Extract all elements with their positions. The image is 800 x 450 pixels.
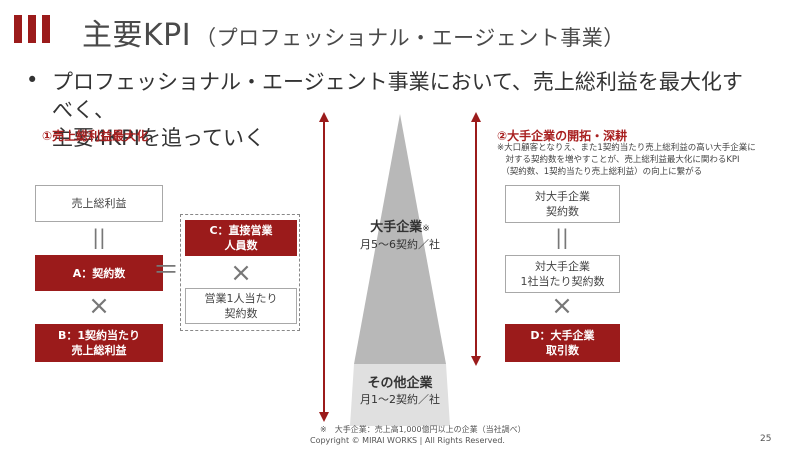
other-company-title: その他企業: [367, 376, 433, 391]
right-arrow-head-top: [471, 112, 481, 122]
per-person-line-2: 契約数: [224, 307, 258, 320]
left-arrow-head-top: [319, 112, 329, 122]
equals-vertical-symbol-right: ||: [555, 225, 569, 249]
times-symbol-group: ×: [230, 258, 252, 288]
per-company-line-1: 対大手企業: [535, 260, 590, 273]
kpi-a-box: A：契約数: [35, 255, 163, 291]
note-line-1: ※大口顧客となりえ、また1契約当たり売上総利益の高い大手企業に: [497, 143, 756, 153]
left-section-heading: ①売上総利益最大化: [42, 129, 149, 143]
page-title-main: 主要KPI: [82, 18, 192, 53]
kpi-c-line-1: C：直接営業: [209, 224, 273, 237]
other-company-sub: 月1〜2契約／社: [360, 393, 440, 406]
times-symbol-right: ×: [551, 291, 573, 321]
page-title-sub: （プロフェッショナル・エージェント事業）: [195, 26, 625, 50]
large-company-mark: ※: [422, 224, 430, 234]
right-arrow-head-bottom: [471, 356, 481, 366]
kpi-b-line-1: B：1契約当たり: [57, 329, 141, 342]
copyright: Copyright © MIRAI WORKS | All Rights Res…: [310, 436, 505, 445]
kpi-d-box: D：大手企業取引数: [505, 324, 620, 362]
company-logo-icon: [14, 15, 50, 43]
page-number: 25: [760, 434, 772, 444]
right-section-heading: ②大手企業の開拓・深耕: [497, 129, 628, 143]
footnote: ※ 大手企業：売上高1,000億円以上の企業（当社調べ）: [320, 425, 526, 434]
large-contracts-line-2: 契約数: [546, 205, 579, 218]
pyramid-bottom: [350, 364, 450, 426]
large-company-title: 大手企業: [370, 220, 423, 235]
kpi-d-line-2: 取引数: [545, 344, 579, 357]
pyramid-top: [354, 114, 446, 364]
kpi-c-box: C：直接営業人員数: [185, 220, 297, 256]
pyramid-diagram: [319, 112, 481, 426]
times-symbol-left: ×: [88, 291, 110, 321]
large-company-sub: 月5〜6契約／社: [360, 238, 440, 251]
bullet-dot: •: [26, 68, 39, 92]
large-contracts-box: 対大手企業契約数: [505, 185, 620, 223]
kpi-c-group: [180, 214, 300, 331]
per-person-line-1: 営業1人当たり: [204, 292, 278, 305]
equals-symbol: ＝: [152, 256, 179, 286]
kpi-b-line-2: 売上総利益: [71, 344, 127, 357]
kpi-b-box: B：1契約当たり売上総利益: [35, 324, 163, 362]
page-title: 主要KPI（プロフェッショナル・エージェント事業）: [82, 10, 625, 54]
per-company-line-2: 1社当たり契約数: [520, 275, 605, 288]
gross-profit-box: 売上総利益: [35, 185, 163, 222]
left-arrow-head-bottom: [319, 412, 329, 422]
bullet-line-2: 主要4KPIを追っていく: [52, 126, 265, 150]
equals-vertical-symbol: ||: [92, 225, 106, 249]
other-company-label: その他企業 月1〜2契約／社: [340, 376, 460, 408]
kpi-d-line-1: D：大手企業: [530, 329, 595, 342]
bullet-text: プロフェッショナル・エージェント事業において、売上総利益を最大化すべく、 主要4…: [52, 68, 752, 152]
large-contracts-line-1: 対大手企業: [535, 190, 590, 203]
note-line-3: （契約数、1契約当たり売上総利益）の向上に繋がる: [497, 167, 703, 177]
right-section-note: ※大口顧客となりえ、また1契約当たり売上総利益の高い大手企業に 対する契約数を増…: [497, 142, 787, 178]
large-company-label: 大手企業※ 月5〜6契約／社: [340, 220, 460, 253]
bullet-line-1: プロフェッショナル・エージェント事業において、売上総利益を最大化すべく、: [52, 70, 743, 122]
note-line-2: 対する契約数を増やすことが、売上総利益最大化に関わるKPI: [497, 155, 740, 165]
per-company-contracts-box: 対大手企業 1社当たり契約数: [505, 255, 620, 293]
kpi-c-line-2: 人員数: [224, 239, 258, 252]
per-person-contracts-box: 営業1人当たり契約数: [185, 288, 297, 324]
